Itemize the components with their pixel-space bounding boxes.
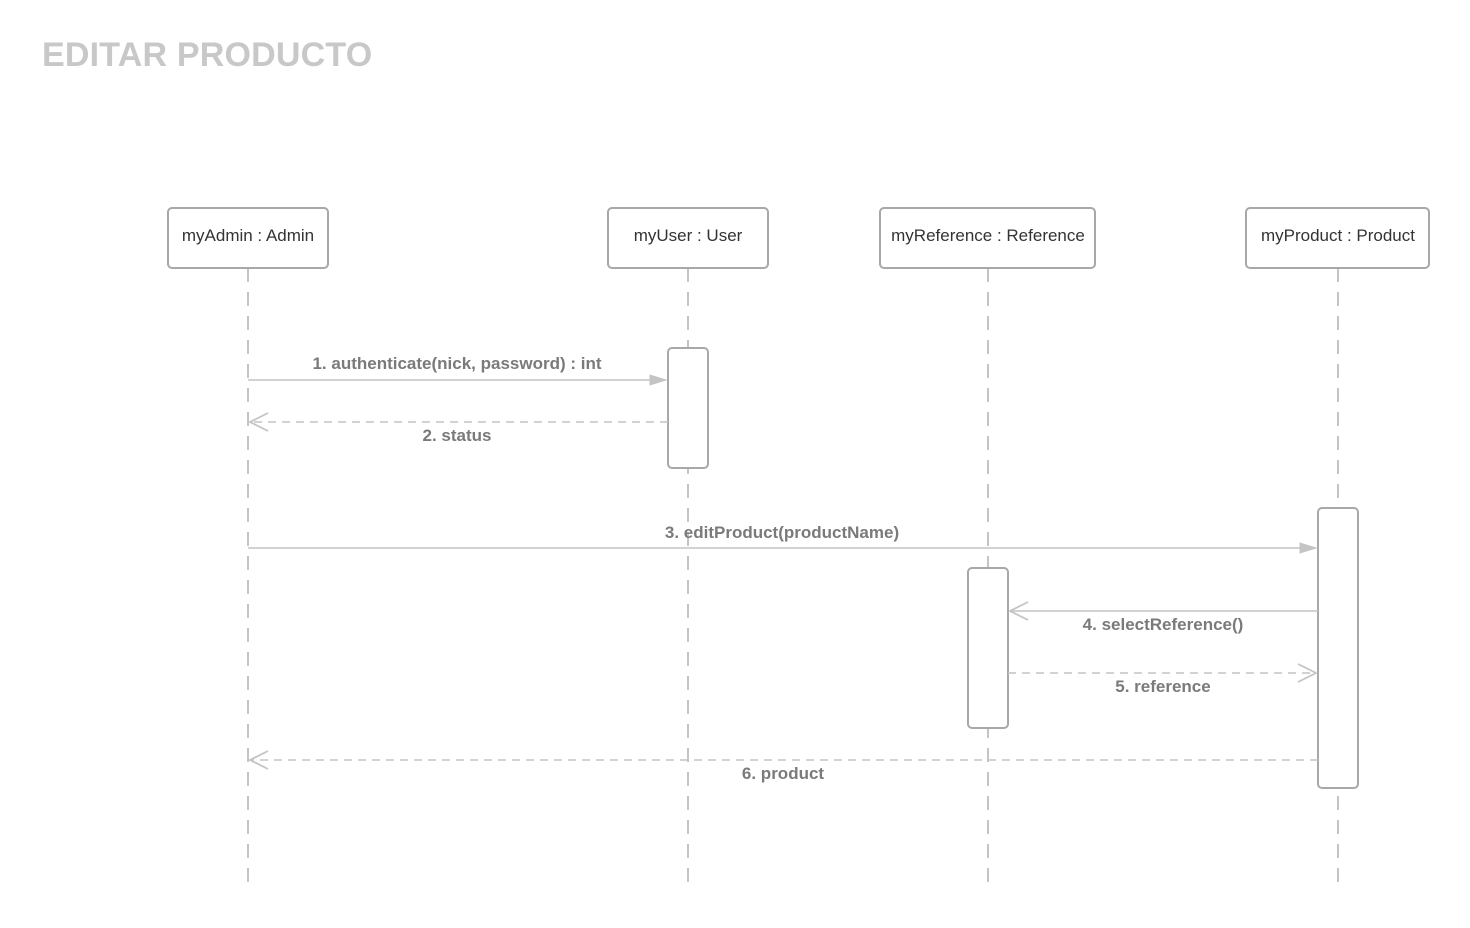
participant-label-reference: myReference : Reference	[891, 226, 1085, 245]
message-label: 3. editProduct(productName)	[665, 523, 899, 542]
filled-arrowhead-icon	[649, 374, 668, 386]
page-title: EDITAR PRODUCTO	[42, 36, 373, 74]
participant-label-user: myUser : User	[634, 226, 743, 245]
filled-arrowhead-icon	[1299, 542, 1318, 554]
participant-box-reference	[879, 207, 1096, 269]
participant-admin[interactable]: myAdmin : Admin	[167, 207, 329, 269]
message-label: 1. authenticate(nick, password) : int	[312, 354, 601, 373]
participant-reference[interactable]: myReference : Reference	[879, 207, 1096, 269]
open-arrowhead-icon	[247, 412, 269, 432]
participant-product[interactable]: myProduct : Product	[1245, 207, 1430, 269]
participant-label-product: myProduct : Product	[1261, 226, 1415, 245]
participant-box-product	[1245, 207, 1430, 269]
participant-box-admin	[167, 207, 329, 269]
open-arrowhead-icon	[247, 750, 269, 770]
activation-bar-user	[667, 347, 709, 469]
message-select-reference[interactable]: 4. selectReference()	[1007, 601, 1318, 634]
message-label: 2. status	[423, 426, 492, 445]
message-reference-return[interactable]: 5. reference	[1008, 663, 1319, 696]
activation-bar-product	[1317, 507, 1359, 789]
message-product-return[interactable]: 6. product	[247, 750, 1318, 783]
participant-label-admin: myAdmin : Admin	[182, 226, 314, 245]
message-label: 4. selectReference()	[1083, 615, 1244, 634]
activation-bar-reference	[967, 567, 1009, 729]
message-label: 5. reference	[1115, 677, 1210, 696]
message-status-return[interactable]: 2. status	[247, 412, 668, 445]
message-label: 6. product	[742, 764, 825, 783]
open-arrowhead-icon	[1297, 663, 1319, 683]
participant-user[interactable]: myUser : User	[607, 207, 769, 269]
participant-box-user	[607, 207, 769, 269]
message-edit-product[interactable]: 3. editProduct(productName)	[248, 523, 1318, 554]
open-arrowhead-icon	[1007, 601, 1029, 621]
message-authenticate[interactable]: 1. authenticate(nick, password) : int	[248, 354, 668, 386]
